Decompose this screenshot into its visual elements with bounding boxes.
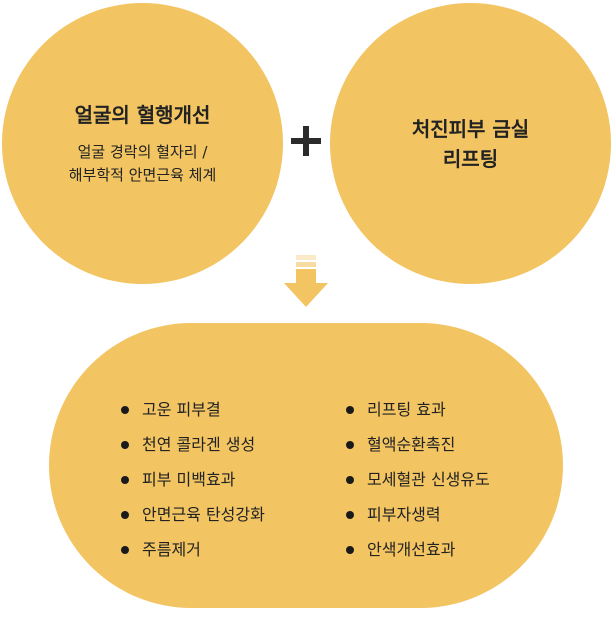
bullet-icon [121, 545, 129, 554]
list-item: 안면근육 탄성강화 [121, 497, 265, 532]
list-item-label: 안면근육 탄성강화 [142, 504, 265, 524]
bullet-icon [121, 405, 129, 414]
list-item: 리프팅 효과 [346, 392, 490, 427]
list-item: 천연 콜라겐 생성 [121, 427, 265, 462]
left-circle-sub-line2: 해부학적 안면근육 체계 [68, 165, 217, 184]
left-circle-sub-line1: 얼굴 경락의 혈자리 / [77, 142, 208, 161]
bullet-icon [346, 405, 354, 414]
right-circle-line1: 처진피부 금실 [411, 116, 530, 141]
bullet-icon [121, 510, 129, 519]
list-item-label: 모세혈관 신생유도 [367, 469, 490, 489]
plus-icon [291, 126, 321, 156]
result-panel: 고운 피부결 천연 콜라겐 생성 피부 미백효과 안면근육 탄성강화 주름제거 … [49, 323, 563, 608]
list-item: 안색개선효과 [346, 532, 490, 567]
list-item: 피부 미백효과 [121, 462, 265, 497]
list-item-label: 리프팅 효과 [367, 399, 446, 419]
left-circle-title: 얼굴의 혈행개선 [74, 102, 211, 127]
list-item: 주름제거 [121, 532, 265, 567]
list-item-label: 안색개선효과 [367, 539, 456, 559]
bullet-icon [346, 545, 354, 554]
right-concept-circle: 처진피부 금실 리프팅 [330, 3, 611, 284]
list-item-label: 피부 미백효과 [142, 469, 236, 489]
list-item-label: 피부자생력 [367, 504, 441, 524]
list-item-label: 주름제거 [142, 539, 201, 559]
right-circle-line2: 리프팅 [442, 146, 499, 171]
list-item: 혈액순환촉진 [346, 427, 490, 462]
list-item: 피부자생력 [346, 497, 490, 532]
list-item-label: 혈액순환촉진 [367, 434, 456, 454]
list-item: 고운 피부결 [121, 392, 265, 427]
left-concept-circle: 얼굴의 혈행개선 얼굴 경락의 혈자리 / 해부학적 안면근육 체계 [2, 3, 283, 284]
result-list-left: 고운 피부결 천연 콜라겐 생성 피부 미백효과 안면근육 탄성강화 주름제거 [121, 392, 265, 567]
down-arrow-icon [284, 255, 328, 307]
bullet-icon [346, 440, 354, 449]
bullet-icon [346, 475, 354, 484]
bullet-icon [121, 475, 129, 484]
list-item: 모세혈관 신생유도 [346, 462, 490, 497]
bullet-icon [346, 510, 354, 519]
list-item-label: 천연 콜라겐 생성 [142, 434, 256, 454]
list-item-label: 고운 피부결 [142, 399, 221, 419]
result-list-right: 리프팅 효과 혈액순환촉진 모세혈관 신생유도 피부자생력 안색개선효과 [346, 392, 490, 567]
bullet-icon [121, 440, 129, 449]
